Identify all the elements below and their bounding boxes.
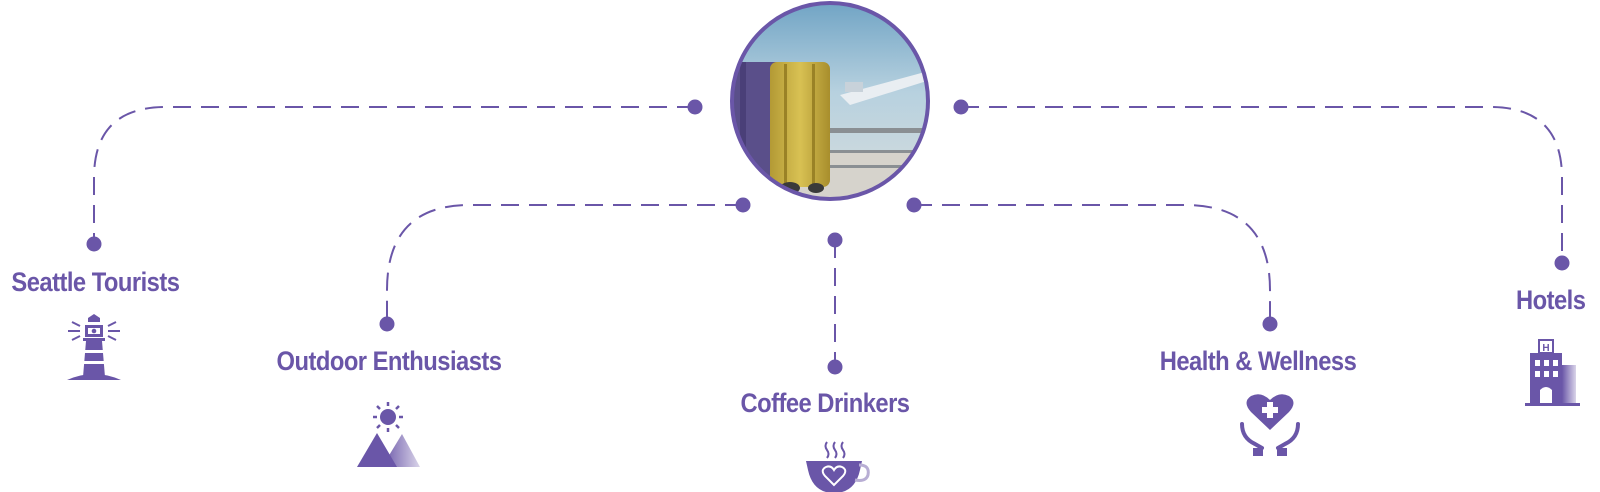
- dot-coffee: [827, 359, 843, 375]
- connector-lines: [93, 106, 1563, 367]
- coffee-cup-heart-icon: [806, 441, 870, 492]
- dot-hub-bottom: [827, 232, 843, 248]
- label-health-wellness: Health & Wellness: [1159, 346, 1357, 376]
- dot-outdoor: [379, 316, 395, 332]
- connector-outdoor: [386, 204, 743, 324]
- label-seattle-tourists: Seattle Tourists: [11, 267, 180, 297]
- mountain-sun-icon: [357, 402, 420, 467]
- hotel-building-icon: H: [1525, 339, 1580, 406]
- connector-dots: [86, 99, 1570, 375]
- hub-photo-border: [730, 1, 930, 201]
- dot-hub-left: [687, 99, 703, 115]
- connector-hotels: [961, 106, 1563, 263]
- hands-heart-cross-icon: [1240, 394, 1300, 456]
- connector-seattle: [93, 106, 695, 243]
- dot-health: [1262, 316, 1278, 332]
- dot-seattle: [86, 236, 102, 252]
- dot-hub-lower-right: [906, 197, 922, 213]
- dot-hub-right: [953, 99, 969, 115]
- dot-hub-lower-left: [735, 197, 751, 213]
- dot-hotels: [1554, 255, 1570, 271]
- lighthouse-icon: [67, 314, 121, 380]
- svg-text:H: H: [1542, 343, 1549, 354]
- label-outdoor-enthusiasts: Outdoor Enthusiasts: [276, 346, 502, 376]
- hub-photo: [730, 1, 930, 201]
- label-coffee-drinkers: Coffee Drinkers: [740, 388, 910, 418]
- label-hotels: Hotels: [1516, 285, 1586, 315]
- connector-health: [914, 204, 1271, 324]
